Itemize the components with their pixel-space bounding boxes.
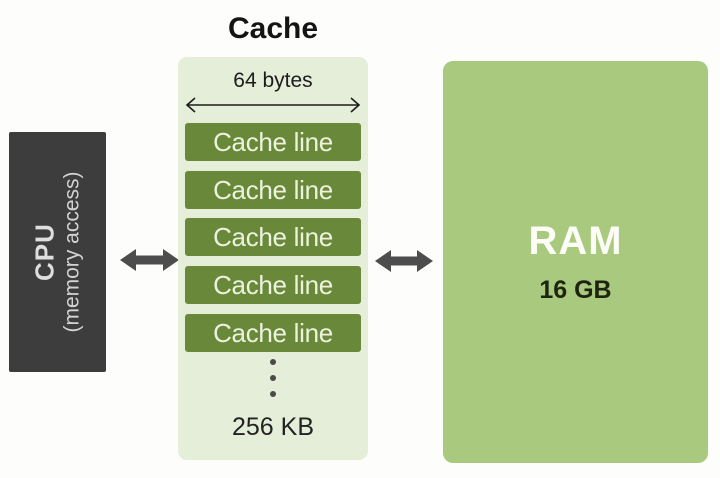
ellipsis-dots-icon	[270, 359, 276, 397]
cache-line-row: Cache line	[185, 218, 361, 256]
cpu-sublabel: (memory access)	[60, 171, 84, 333]
cpu-rotated-text: CPU (memory access)	[29, 171, 84, 333]
cpu-box: CPU (memory access)	[9, 132, 106, 372]
cache-total-size-label: 256 KB	[231, 413, 314, 441]
cpu-label: CPU	[29, 223, 60, 281]
ram-label: RAM	[528, 219, 623, 263]
cache-line-row: Cache line	[185, 123, 361, 161]
dot	[270, 391, 276, 397]
cache-line-row: Cache line	[185, 266, 361, 304]
cache-title: Cache	[227, 12, 319, 45]
cache-ram-double-arrow-icon	[375, 250, 433, 272]
cache-line-row: Cache line	[185, 171, 361, 209]
dot	[270, 375, 276, 381]
cpu-cache-double-arrow-icon	[120, 249, 179, 271]
dot	[270, 359, 276, 365]
width-measure-arrow-icon	[185, 97, 361, 113]
cache-line-row: Cache line	[185, 314, 361, 352]
ram-box: RAM 16 GB	[443, 61, 708, 463]
cache-panel: 64 bytes Cache line Cache line Cache lin…	[178, 57, 368, 460]
ram-size-label: 16 GB	[539, 276, 612, 304]
cache-line-width-label: 64 bytes	[233, 69, 313, 92]
